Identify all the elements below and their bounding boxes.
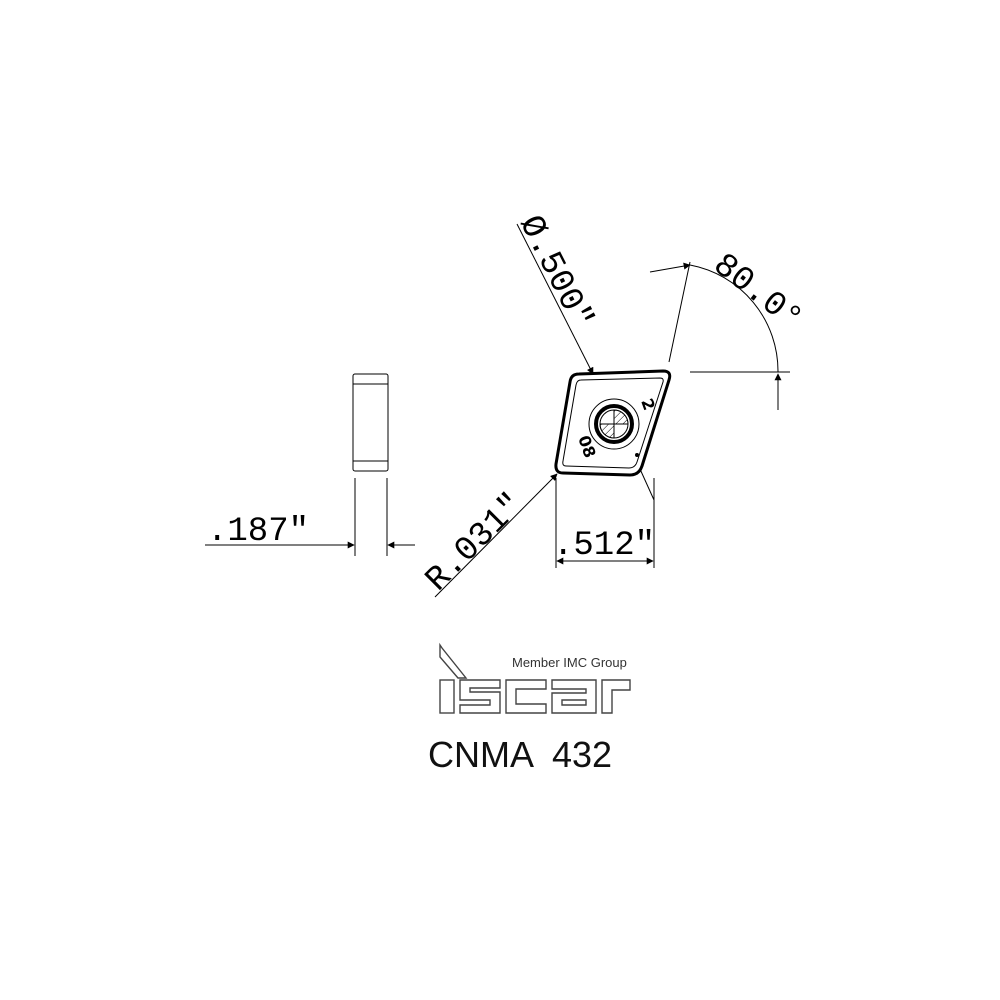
logo-tagline: Member IMC Group (512, 655, 627, 670)
logo-swoosh (439, 642, 468, 679)
angle-extension-edge (668, 261, 691, 363)
logo-letter-s (459, 679, 501, 714)
angle-arc (689, 264, 779, 373)
center-hole-icon (588, 398, 640, 450)
logo-letter-a (551, 679, 597, 714)
diameter-dimension-label: Ø.500" (510, 210, 599, 336)
insert-dot-mark (635, 453, 639, 457)
brand-logo: iscar Member IMC Group (439, 642, 631, 714)
thickness-dimension-label: .187" (207, 513, 309, 551)
diameter-leader (516, 223, 594, 375)
logo-letter-r (601, 679, 631, 714)
radius-leader (434, 473, 558, 598)
insert-code-mark: 08 (574, 433, 599, 460)
side-view-body (352, 373, 389, 472)
top-view: 2 08 Ø.500" 80.0° R.031" .512" (419, 210, 809, 600)
insert-chamfer (562, 377, 664, 469)
side-view: .187" (205, 373, 415, 556)
insert-outline (554, 369, 672, 477)
diameter-leader-tail (639, 468, 655, 501)
radius-dimension-label: R.031" (419, 486, 532, 599)
angle-arrow-top (649, 262, 691, 273)
logo-letter-i (439, 679, 455, 714)
logo-letter-c (505, 679, 547, 714)
length-dimension-label: .512" (553, 527, 655, 565)
insert-grade-mark: 2 (637, 396, 659, 413)
angle-dimension-label: 80.0° (705, 247, 809, 340)
model-number: CNMA 432 (428, 734, 612, 775)
